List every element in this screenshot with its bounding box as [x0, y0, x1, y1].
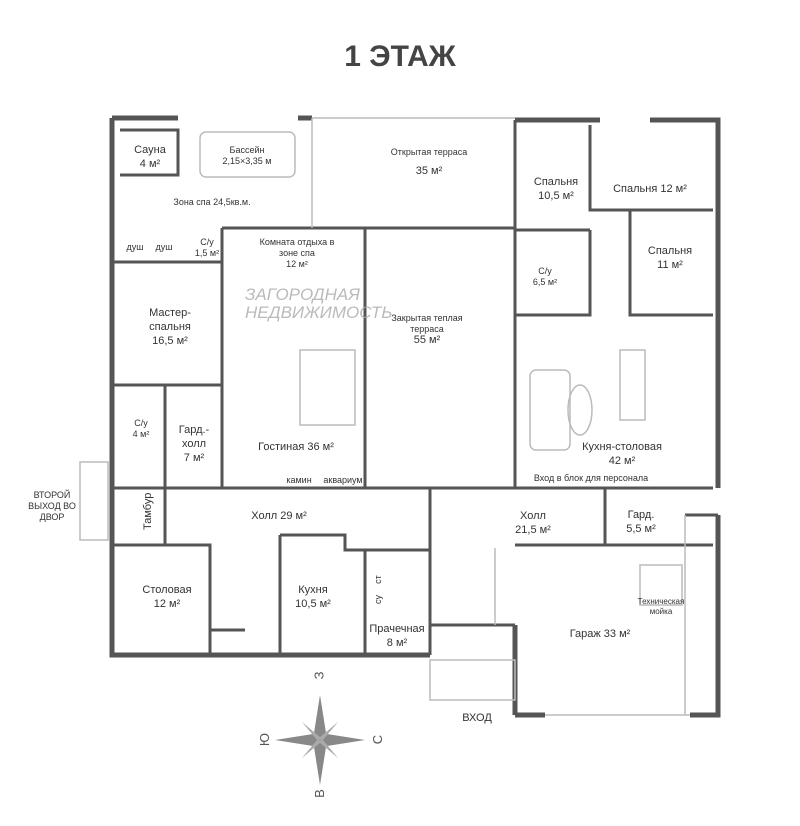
compass-west: З: [311, 671, 327, 680]
staff-entrance: Вход в блок для персонала: [533, 473, 649, 483]
room-wardrobe-55: Гард.5,5 м²: [626, 509, 656, 535]
room-hall-29: Холл 29 м²: [251, 510, 307, 522]
aquarium: аквариум: [323, 475, 363, 485]
shower-1: душ: [126, 242, 144, 252]
room-living: Гостиная 36 м²: [258, 441, 334, 453]
compass-north: С: [370, 734, 386, 745]
room-bedroom-12: Спальня 12 м²: [613, 183, 687, 195]
compass-east: В: [311, 789, 327, 798]
page-title: 1 ЭТАЖ: [344, 40, 456, 73]
compass-south: Ю: [257, 732, 273, 747]
yard-exit-label: ВТОРОЙ ВЫХОД ВО ДВОР: [28, 490, 76, 522]
label-su: су: [373, 595, 383, 604]
entrance-label: ВХОД: [462, 712, 492, 724]
shower-2: душ: [155, 242, 173, 252]
tech-sink: Техническая мойка: [637, 597, 685, 616]
label-st: ст: [372, 575, 383, 584]
outer-wall-left: [109, 118, 430, 658]
room-vestibule: Тамбур: [142, 492, 154, 530]
room-garage: Гараж 33 м²: [569, 628, 631, 640]
watermark-text: ЗАГОРОДНАЯ НЕДВИЖИМОСТЬ: [245, 285, 393, 322]
fireplace: камин: [286, 475, 312, 485]
compass-rose: [275, 695, 365, 785]
zone-spa: Зона спа 24,5кв.м.: [173, 197, 251, 207]
